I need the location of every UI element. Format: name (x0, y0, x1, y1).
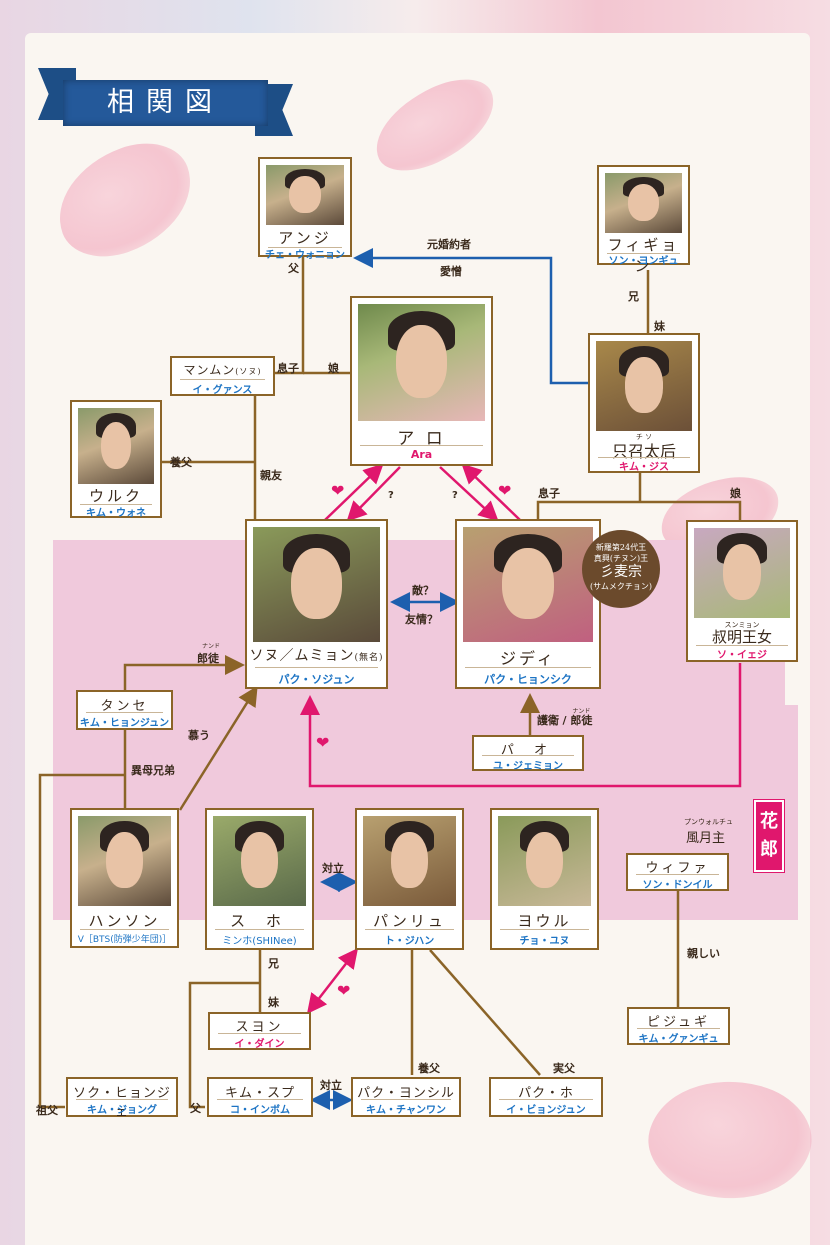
hwarang-zone (53, 540, 785, 705)
label-rivalry-kim: 対立 (320, 1079, 342, 1092)
card-banryu[interactable]: パンリュ ト・ジハン (355, 808, 464, 950)
label-brother-suho: 兄 (268, 957, 279, 970)
label-close: 親しい (687, 947, 720, 960)
line-sonu-aro (324, 463, 384, 521)
card-seokhyeonje[interactable]: ソク・ヒョンジェ キム・ジョング (66, 1077, 178, 1120)
card-wihwa[interactable]: ウィファ ソン・ドンイル (626, 853, 729, 891)
card-figyeon[interactable]: フィギョン ソン・ヨンギュ (597, 165, 690, 275)
card-tanse[interactable]: タンセ キム・ヒョンジュン (76, 690, 173, 730)
card-sonu[interactable]: ソヌ／ムミョン(無名) パク・ソジュン (245, 519, 388, 689)
title-banner: 相関図 (38, 60, 293, 140)
card-suyeon[interactable]: スヨン イ・ダイン (208, 1012, 311, 1050)
label-question-left: ? (388, 490, 394, 501)
card-yeoul[interactable]: ヨウル チョ・ユヌ (490, 808, 599, 950)
card-sukmyeong[interactable]: スンミョン 叔明王女 ソ・イェジ (686, 520, 798, 662)
label-real-father: 実父 (553, 1062, 575, 1075)
line-aro-sonu (346, 466, 401, 522)
label-ex-fiance: 元婚約者 (427, 238, 471, 251)
label-older-brother: 兄 (628, 290, 639, 303)
line-suho-kim (188, 981, 260, 1109)
label-adore: 慕う (188, 729, 210, 742)
label-sister-suyeon: 妹 (268, 996, 279, 1009)
wihwa-title: 風月主 (686, 831, 726, 846)
portrait-aro (358, 304, 485, 421)
heart-icon: ❤ (498, 481, 512, 500)
portrait-suho (213, 816, 306, 906)
card-parkyeongsil[interactable]: パク・ヨンシル キム・チャンワン (351, 1077, 461, 1117)
label-daughter-jiso: 娘 (730, 487, 741, 500)
label-son-manmun: 息子 (277, 362, 299, 375)
card-pao[interactable]: パ オ ユ・ジェミョン (472, 735, 584, 772)
label-son-jiso: 息子 (538, 487, 560, 500)
label-daughter-aro: 娘 (328, 362, 339, 375)
label-rivalry-suho: 対立 (322, 862, 344, 875)
label-guard: 護衛 / ナンド郎徒 (537, 708, 593, 727)
heart-icon: ❤ (337, 981, 351, 1000)
portrait-sukmyeong (694, 528, 790, 618)
label-friendship: 友情？ (405, 613, 438, 626)
line-love-hate (353, 248, 588, 385)
label-adoptive-father: 養父 (170, 456, 192, 469)
label-enemy: 敵？ (412, 584, 434, 597)
card-jidwi[interactable]: ジディ パク・ヒョンシク (455, 519, 601, 689)
line-tanse-nangdo (123, 655, 245, 690)
portrait-wolk (78, 408, 154, 484)
line-banryu-parkho (429, 949, 541, 1076)
portrait-hanseong (78, 816, 171, 906)
portrait-figyeon (605, 173, 682, 233)
card-suho[interactable]: ス ホ ミンホ(SHINee) (205, 808, 314, 950)
card-jiso[interactable]: チ ソ 只召太后 キム・ジス (588, 333, 700, 473)
portrait-sonu (253, 527, 380, 642)
king-seal-badge: 新羅第24代王 真興(チヌン)王 彡麦宗 (サムメクチョン) (582, 530, 660, 608)
portrait-jidwi (463, 527, 593, 642)
heart-icon: ❤ (331, 481, 345, 500)
label-adoptive-father-banryu: 養父 (418, 1062, 440, 1075)
label-father-anji: 父 (288, 262, 299, 275)
card-hanseong[interactable]: ハンソン V［BTS(防弾少年団)］ (70, 808, 179, 948)
card-bijugi[interactable]: ピジュギ キム・グァンギュ (627, 1007, 730, 1045)
card-manmun[interactable]: マンムン(ソヌ) イ・グァンス (170, 356, 275, 396)
label-father-kim: 父 (190, 1102, 201, 1115)
label-best-friend: 親友 (260, 469, 282, 482)
label-younger-sister: 妹 (654, 320, 665, 333)
line-jidwi-aro (461, 463, 521, 521)
line-adore (178, 685, 258, 811)
label-half-brothers: 異母兄弟 (131, 764, 175, 777)
card-aro[interactable]: ア ロ Ara (350, 296, 493, 466)
card-parkho[interactable]: パク・ホ イ・ビョンジュン (489, 1077, 603, 1117)
line-jiso-children (536, 470, 742, 520)
page-title: 相関図 (63, 80, 268, 126)
wihwa-title-ruby: プンウォルチュ (684, 818, 733, 826)
portrait-yeoul (498, 816, 591, 906)
line-sukmyeong-sonu (300, 663, 742, 788)
line-banryu-suyeon (306, 948, 359, 1014)
label-grandfather: 祖父 (36, 1104, 58, 1117)
card-wolk[interactable]: ウルク キム・ウォネ (70, 400, 162, 519)
heart-icon: ❤ (316, 733, 330, 752)
card-anji[interactable]: アンジ チェ・ウォニョン (258, 157, 352, 261)
label-nangdo: 郎徒 (197, 652, 219, 665)
portrait-anji (266, 165, 344, 225)
line-aro-jidwi (439, 466, 499, 522)
label-nangdo-ruby: ナンド (202, 643, 221, 650)
card-kimsupu[interactable]: キム・スプ コ・インボム (207, 1077, 313, 1117)
label-question-right: ? (452, 490, 458, 501)
portrait-banryu (363, 816, 456, 906)
line-halfbrothers (38, 773, 125, 1109)
label-love-hate: 愛憎 (440, 265, 462, 278)
hwarang-badge: 花郎 (753, 799, 785, 873)
portrait-jiso (596, 341, 692, 431)
